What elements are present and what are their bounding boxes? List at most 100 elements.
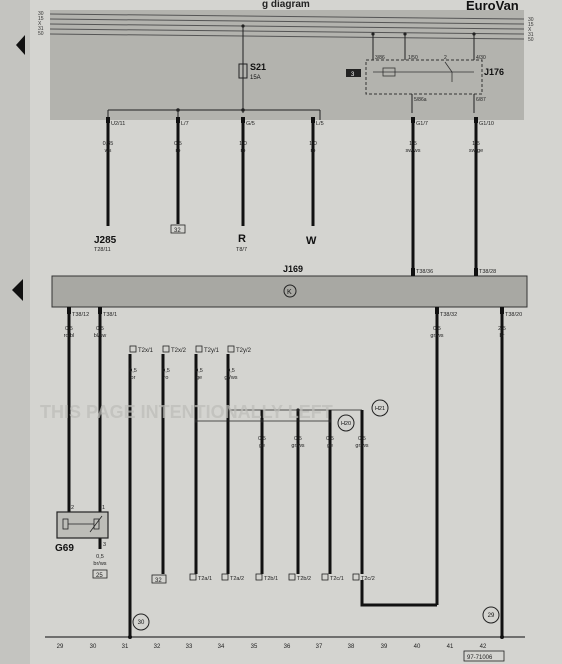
- wire-size: 2,5: [498, 326, 506, 332]
- wire-terminal: L/7: [181, 121, 189, 127]
- wire-size: 0,5: [174, 141, 182, 147]
- rail-label-left: 50: [38, 31, 44, 37]
- previous-page-arrow-icon[interactable]: [12, 279, 23, 301]
- dest-r: R: [238, 233, 246, 245]
- ref-circle-label: 29: [488, 613, 495, 619]
- dest-j285: J285: [94, 235, 117, 246]
- wire-terminal: U2/11: [111, 121, 125, 127]
- terminal-markers: [106, 117, 478, 123]
- wire-color: ws: [104, 148, 112, 154]
- wire-size: 0,5: [294, 436, 302, 442]
- block-terminal: T38/28: [479, 269, 496, 275]
- connector-label: T2c/1: [330, 576, 344, 582]
- sensor-label: G69: [55, 543, 74, 554]
- wire-color: ge: [196, 375, 202, 381]
- relay-terminal: 5/86a: [414, 97, 427, 103]
- block-terminal: T38/36: [416, 269, 433, 275]
- wire-size: 0,5: [129, 368, 137, 374]
- connector-label: T2b/1: [264, 576, 278, 582]
- wire-terminal: T38/32: [440, 312, 457, 318]
- wire-size: 1,5: [409, 141, 417, 147]
- rail-label-left: 31: [38, 26, 44, 32]
- wire-terminal: G/5: [246, 121, 255, 127]
- wire-size: 0,5: [65, 326, 73, 332]
- fuse-s21: S21 15A: [238, 24, 266, 113]
- track-number: 39: [381, 644, 388, 650]
- track-number: 42: [480, 644, 487, 650]
- wire-terminal: G1/7: [416, 121, 428, 127]
- wire-color: ro: [164, 375, 169, 381]
- relay-terminal: 1/50: [408, 55, 418, 61]
- rail-label-right: 50: [528, 37, 534, 43]
- connector-label: T2b/2: [297, 576, 311, 582]
- wire-color: ro/bl: [64, 333, 75, 339]
- h20-label: H20: [341, 421, 351, 427]
- ref-circle-label: 30: [138, 620, 145, 626]
- wire-size: 0,5: [96, 554, 104, 560]
- wire-color: ge: [327, 443, 333, 449]
- rail-label-left: X: [38, 21, 42, 27]
- wire-color: sw/ge: [469, 148, 483, 154]
- dest-box-32: 32: [174, 228, 181, 234]
- fuse-label: S21: [250, 62, 266, 72]
- relay-terminal: 6/87: [476, 97, 486, 103]
- track-number: 40: [414, 644, 421, 650]
- header-brand: EuroVan: [466, 0, 519, 13]
- track-number: 34: [218, 644, 225, 650]
- rail-label-left: 30: [38, 11, 44, 17]
- dest-box-32-lower: 32: [155, 578, 162, 584]
- wire-color: br: [500, 333, 505, 339]
- wire-color: ro: [176, 148, 181, 154]
- wire-terminal: T38/20: [505, 312, 522, 318]
- relay-terminal: 4/30: [476, 55, 486, 61]
- connector-label: T2a/2: [230, 576, 244, 582]
- track-number: 30: [90, 644, 97, 650]
- h21-label: H21: [375, 406, 385, 412]
- previous-page-arrow-icon[interactable]: [16, 35, 25, 55]
- rail-label-left: 15: [38, 16, 44, 22]
- rail-label-right: 31: [528, 32, 534, 38]
- wire-terminal: G1/10: [479, 121, 494, 127]
- wire-terminal: T38/1: [103, 312, 117, 318]
- wire-size: 0,5: [433, 326, 441, 332]
- wire-color: ro: [241, 148, 246, 154]
- dest-j285-sub: T28/11: [94, 247, 111, 253]
- wire-color: sw/ws: [406, 148, 421, 154]
- track-number: 33: [186, 644, 193, 650]
- wire-size: 0,5: [326, 436, 334, 442]
- block-circle-label: K: [287, 289, 292, 296]
- track-number: 31: [122, 644, 129, 650]
- header-title-fragment: g diagram: [262, 0, 310, 10]
- bleed-through-watermark: THIS PAGE INTENTIONALLY LEFT: [40, 402, 333, 422]
- track-number: 36: [284, 644, 291, 650]
- h21-marker: [371, 399, 389, 417]
- wire-terminal: L/5: [316, 121, 324, 127]
- sensor-pin: 2: [71, 505, 74, 511]
- wire-color: gr/ws: [430, 333, 443, 339]
- central-block-j169: [51, 275, 528, 308]
- block-label: J169: [283, 264, 303, 274]
- rail-label-right: X: [528, 27, 532, 33]
- fuse-rating: 15A: [250, 75, 261, 81]
- rail-label-right: 15: [528, 22, 534, 28]
- dest-w: W: [306, 235, 317, 247]
- wire-color: gr/ws: [291, 443, 304, 449]
- wire-color: br: [131, 375, 136, 381]
- relay-label: J176: [484, 67, 504, 77]
- wire-size: 1,5: [472, 141, 480, 147]
- wire-size: 0,5: [258, 436, 266, 442]
- sensor-pin: 3: [103, 542, 106, 548]
- sensor-g69: [56, 511, 109, 539]
- dest-box-25: 25: [96, 573, 103, 579]
- ref-circle-29: [482, 606, 500, 624]
- wire-size: 0,5: [227, 368, 235, 374]
- connector-label: T2x/1: [138, 348, 154, 354]
- left-margin-shadow: [0, 0, 30, 664]
- relay-j176: 3 J176 3/86 1/50 2 4/30 5/86a 6/87: [346, 32, 504, 113]
- lower-left-wires: [67, 312, 102, 549]
- wire-size: 0,5: [96, 326, 104, 332]
- track-number: 32: [154, 644, 161, 650]
- wire-color: br/ws: [93, 561, 106, 567]
- wire-size: 0,5: [358, 436, 366, 442]
- relay-terminal: 3/86: [375, 55, 385, 61]
